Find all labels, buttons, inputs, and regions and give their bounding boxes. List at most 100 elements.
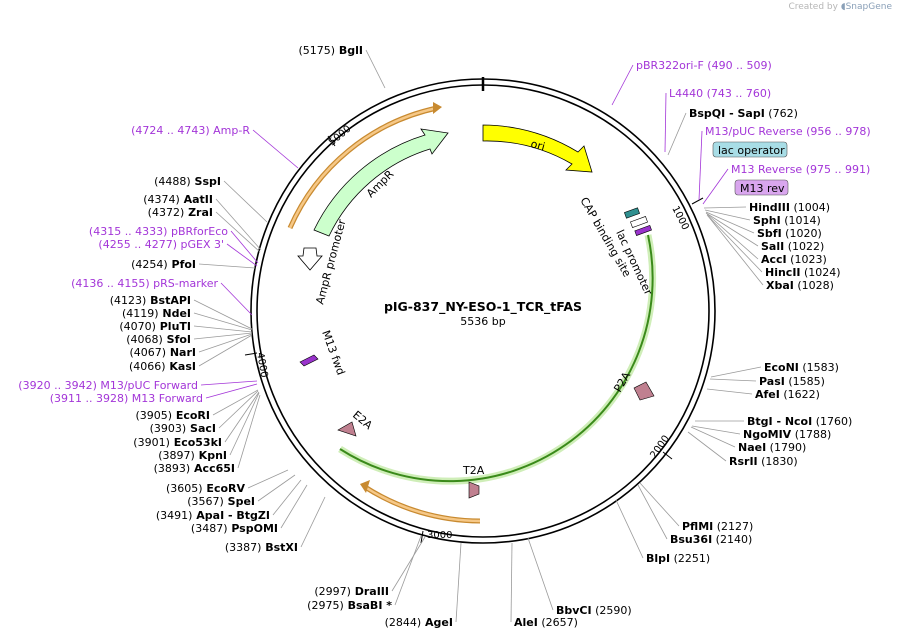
- leader-eco53ki: [224, 391, 260, 443]
- leader-kpni: [229, 392, 260, 456]
- leader-ngomiv: [691, 425, 741, 435]
- site-label-sphi: SphI (1014): [753, 214, 821, 227]
- site-label-alei: AleI (2657): [514, 616, 578, 629]
- site-label-m13fwd: (3911 .. 3928) M13 Forward: [50, 392, 203, 405]
- site-label-kpni: (3897) KpnI: [158, 449, 227, 462]
- site-label-draiii: (2997) DraIII: [314, 585, 389, 598]
- site-label-saci: (3903) SacI: [150, 422, 216, 435]
- tick-2000: [662, 451, 673, 460]
- site-label-ecorv: (3605) EcoRV: [166, 482, 245, 495]
- leader-acci: [706, 213, 759, 260]
- lac-promoter-box: [630, 216, 648, 228]
- orange-arc-bottom-head: [360, 480, 370, 493]
- leader-pspomi: [280, 484, 308, 529]
- leader-bsu36i: [637, 484, 668, 540]
- tick-label-1000: 1000: [669, 204, 690, 232]
- leader-ecorv: [247, 469, 289, 489]
- leader-naei: [690, 426, 736, 448]
- leader-l4440: [664, 92, 667, 153]
- ori-label: ori: [529, 137, 546, 153]
- watermark-brand: SnapGene: [845, 2, 892, 12]
- tick-label-4000: 4000: [254, 352, 269, 379]
- leader-m13fwd: [205, 383, 258, 399]
- site-label-btgi: BtgI - NcoI (1760): [747, 415, 852, 428]
- tick-5000: [327, 135, 336, 147]
- tick-3000: [420, 530, 424, 544]
- site-label-spei: (3567) SpeI: [187, 495, 255, 508]
- cap-binding-site-box: [624, 207, 640, 219]
- site-label-econi: EcoNI (1583): [764, 361, 839, 374]
- site-label-pspomi: (3487) PspOMI: [191, 522, 278, 535]
- m13-rev-badge-label: M13 rev: [740, 182, 785, 195]
- site-label-ndei: (4119) NdeI: [122, 307, 191, 320]
- site-label-eco53ki: (3901) Eco53kI: [133, 436, 222, 449]
- leader-bbvci: [527, 537, 554, 611]
- leader-sali: [705, 212, 759, 247]
- leader-apai: [272, 479, 302, 516]
- label-leader-lines: [193, 49, 764, 623]
- leader-hincii: [706, 214, 763, 273]
- t2a-label: T2A: [462, 464, 485, 477]
- lac-operator-badge: [712, 141, 788, 158]
- watermark: Created by ◖SnapGene: [788, 2, 892, 12]
- leader-amprprimer: [252, 129, 299, 169]
- snapgene-logo-icon: ◖: [840, 2, 846, 12]
- site-label-nari: (4067) NarI: [129, 346, 196, 359]
- leader-bgli: [365, 49, 386, 89]
- site-label-kasi: (4066) KasI: [129, 360, 196, 373]
- tcr-orf-arc-halo: [338, 234, 657, 485]
- leader-spei: [257, 474, 296, 502]
- ampr-promoter-arrow: [297, 247, 323, 271]
- site-label-m13pucrev: M13/pUC Reverse (956 .. 978): [705, 125, 871, 138]
- leader-nari: [198, 333, 253, 353]
- leader-sbfi: [705, 211, 755, 234]
- leader-m13pucrev: [698, 130, 703, 201]
- e2a-arrow: [337, 421, 357, 437]
- leader-sphi: [704, 209, 751, 221]
- site-label-hindiii: HindIII (1004): [749, 201, 830, 214]
- site-label-acci: AccI (1023): [761, 253, 827, 266]
- ori-feature: [482, 124, 593, 173]
- watermark-prefix: Created by: [788, 2, 838, 12]
- leader-sspi: [223, 180, 268, 223]
- site-label-acc65i: (3893) Acc65I: [154, 462, 235, 475]
- plasmid-name: pIG-837_NY-ESO-1_TCR_tFAS: [384, 299, 582, 315]
- leader-prs: [220, 282, 253, 316]
- site-label-pluti: (4070) PluTI: [119, 320, 191, 333]
- leader-ndei: [193, 312, 253, 331]
- site-label-zrai: (4372) ZraI: [148, 206, 213, 219]
- leader-kasi: [198, 334, 253, 367]
- leader-bspqi: [667, 112, 687, 156]
- site-label-bsu36i: Bsu36I (2140): [670, 533, 752, 546]
- leader-hindiii: [703, 206, 747, 209]
- leader-pasi: [709, 378, 757, 382]
- p2a-arrow: [633, 381, 655, 401]
- tick-1000: [691, 197, 704, 205]
- leader-agei: [455, 542, 462, 623]
- orange-arc-top-fill: [288, 106, 438, 229]
- tick-4000: [244, 352, 258, 356]
- site-label-pflmi: PflMI (2127): [682, 520, 753, 533]
- site-label-ngomiv: NgoMIV (1788): [743, 428, 831, 441]
- site-label-prs: (4136 .. 4155) pRS-marker: [71, 277, 218, 290]
- site-label-sbfi: SbfI (1020): [757, 227, 822, 240]
- tcr-orf-arc: [339, 234, 654, 483]
- leader-draiii: [391, 536, 426, 592]
- site-label-sali: SalI (1022): [761, 240, 824, 253]
- leader-bstxi: [300, 496, 326, 548]
- site-label-bgli: (5175) BglI: [298, 44, 363, 57]
- site-label-pfoi: (4254) PfoI: [131, 258, 196, 271]
- lac-operator-badge-label: lac operator: [718, 144, 785, 157]
- site-label-bstxi: (3387) BstXI: [225, 541, 298, 554]
- site-label-ecori: (3905) EcoRI: [135, 409, 210, 422]
- leader-pbr322ori: [611, 64, 634, 106]
- site-label-bstapi: (4123) BstAPI: [110, 294, 191, 307]
- leader-alei: [510, 542, 513, 623]
- site-label-bbvci: BbvCI (2590): [556, 604, 632, 617]
- leader-xbai: [707, 215, 764, 286]
- site-label-sfoi: (4068) SfoI: [126, 333, 191, 346]
- leader-bsabi: [394, 535, 422, 606]
